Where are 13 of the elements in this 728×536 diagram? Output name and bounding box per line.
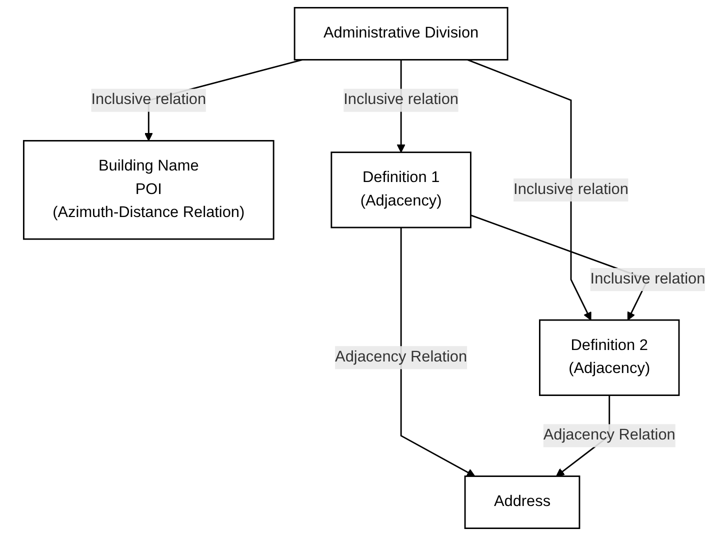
node-box: Definition 2 (Adjacency) bbox=[538, 319, 680, 396]
arrow bbox=[466, 59, 591, 320]
edge-label: Adjacency Relation bbox=[334, 348, 467, 366]
edge-label: Inclusive relation bbox=[590, 270, 705, 288]
edge-label: Inclusive relation bbox=[513, 181, 628, 198]
node-box: Building Name POI (Azimuth-Distance Relation) bbox=[22, 140, 274, 240]
arrow bbox=[400, 228, 475, 477]
node-box: Definition 1 (Adjacency) bbox=[330, 152, 471, 228]
node-box: Administrative Division bbox=[293, 6, 508, 60]
edge-label: Inclusive relation bbox=[90, 92, 206, 108]
edge-label: Inclusive relation bbox=[343, 92, 458, 108]
edge-label: Adjacency Relation bbox=[542, 427, 675, 444]
node-box: Address bbox=[464, 476, 580, 530]
